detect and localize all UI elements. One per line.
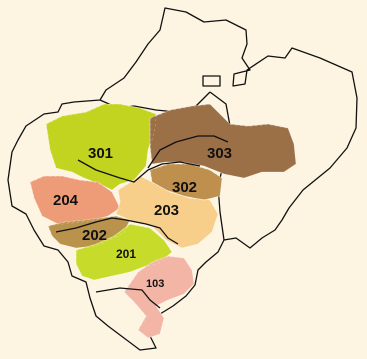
region-texture-204	[30, 176, 121, 225]
region-label-203: 203	[154, 202, 179, 219]
region-label-204: 204	[53, 192, 79, 209]
division-line-b	[55, 217, 179, 245]
division-line-d	[95, 287, 161, 309]
region-203	[115, 175, 219, 249]
region-label-103: 103	[146, 278, 164, 290]
state-boundaries-outer	[7, 7, 358, 351]
region-label-201: 201	[116, 247, 136, 261]
region-103	[123, 255, 195, 339]
region-texture-203	[116, 176, 219, 249]
region-texture-301	[46, 104, 157, 191]
division-line-c	[147, 135, 229, 169]
division-line-a	[77, 159, 201, 183]
regions-layer	[29, 103, 297, 339]
region-label-303: 303	[207, 145, 232, 162]
region-label-301: 301	[88, 145, 113, 162]
region-301	[45, 103, 157, 191]
labels-layer: 301 303 302 204 203 202 201 103	[53, 145, 232, 290]
region-texture-201	[76, 224, 173, 281]
region-label-202: 202	[82, 227, 107, 244]
region-texture-202	[48, 216, 131, 249]
small-enclave-boundary	[202, 75, 221, 87]
region-label-302: 302	[172, 179, 197, 196]
